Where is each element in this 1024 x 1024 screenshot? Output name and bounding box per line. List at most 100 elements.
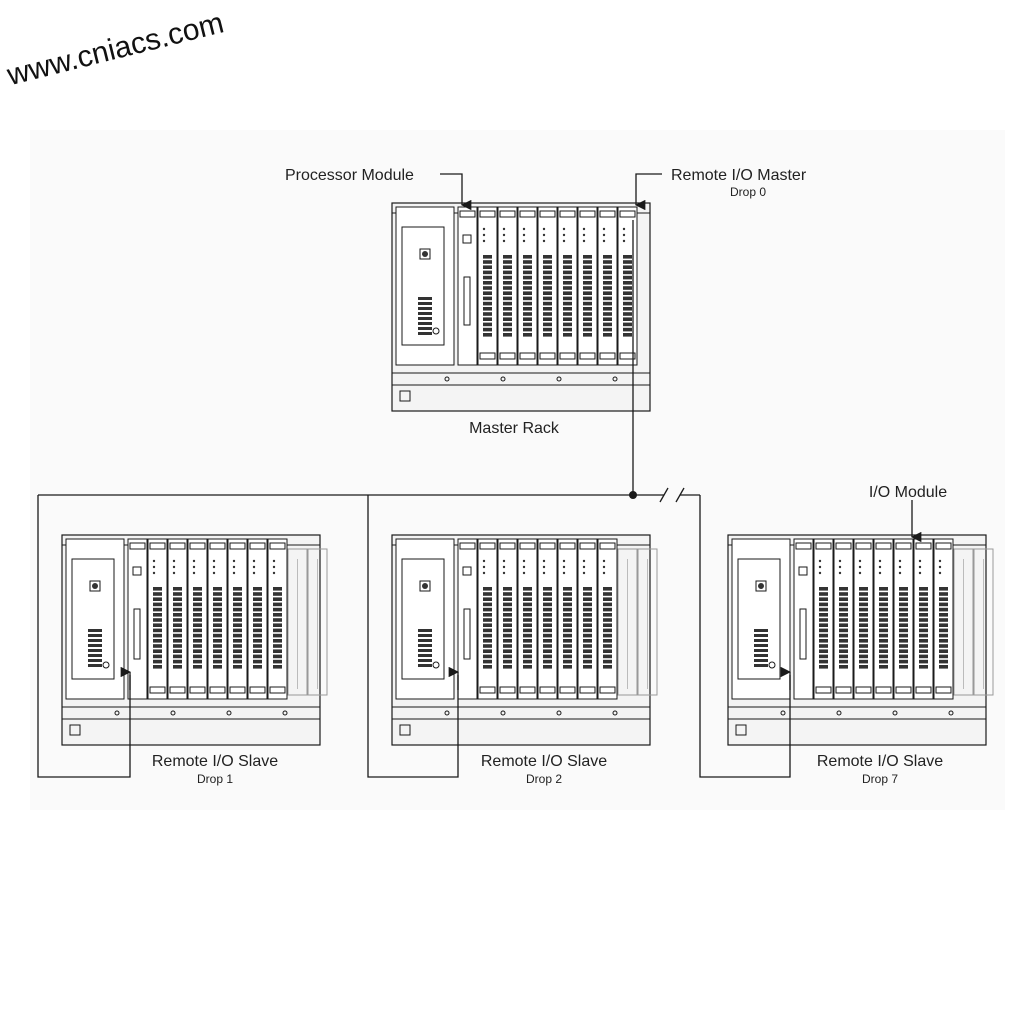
slave-rack-drop2-module-latch <box>579 542 596 550</box>
slave-rack-drop1-terminal <box>233 628 242 633</box>
master-rack-led <box>622 233 626 237</box>
slave-rack-drop2-terminal <box>603 602 612 607</box>
slave7-drop: Drop 7 <box>862 772 898 786</box>
master-rack-led <box>522 233 526 237</box>
slave-rack-drop7-terminal <box>919 644 928 648</box>
slave-rack-drop1-terminal <box>213 613 222 617</box>
slave-rack-drop1-terminal <box>253 623 262 627</box>
master-rack-terminal <box>563 260 572 264</box>
slave-rack-drop1-led <box>252 571 256 575</box>
master-rack-terminal <box>583 270 592 275</box>
slave-rack-drop2-terminal <box>523 633 532 638</box>
slave-rack-drop2-terminal <box>503 665 512 669</box>
slave-rack-drop1-terminal <box>173 633 182 638</box>
slave-rack-drop1-module-foot <box>269 686 286 694</box>
slave-rack-drop7-led <box>918 565 922 569</box>
slave-rack-drop7-led <box>918 571 922 575</box>
master-rack-terminal <box>623 281 632 285</box>
slave-rack-drop7-terminal <box>839 602 848 607</box>
slave-rack-drop7-terminal <box>879 602 888 607</box>
slave-rack-drop2-terminal <box>543 633 552 638</box>
slave-rack-drop2-terminal <box>543 649 552 653</box>
slave-rack-drop2-terminal <box>563 607 572 612</box>
master-rack <box>391 202 651 412</box>
slave-rack-drop1-terminal <box>213 618 222 622</box>
slave-rack-drop7-terminal <box>839 592 848 596</box>
master-rack-terminal <box>603 322 612 327</box>
master-rack-label: Master Rack <box>469 420 560 437</box>
slave-rack-drop2-terminal <box>523 654 532 659</box>
master-rack-terminal <box>563 317 572 321</box>
slave-rack-drop7-empty-slot <box>973 548 994 696</box>
slave-rack-drop7-power-supply <box>731 538 791 700</box>
master-rack-terminal <box>483 301 492 306</box>
slave-rack-drop2-terminal <box>603 633 612 638</box>
master-rack-module-foot <box>519 352 536 360</box>
slave-rack-drop1-terminal <box>273 628 282 633</box>
slave-rack-drop7-terminal <box>879 628 888 633</box>
slave-rack-drop2-terminal <box>543 607 552 612</box>
slave-rack-drop1-terminal <box>213 649 222 653</box>
slave-rack-drop1-terminal <box>253 649 262 653</box>
slave-rack-drop7-led <box>878 571 882 575</box>
master-rack-terminal <box>543 333 552 337</box>
master-rack-terminal <box>523 317 532 321</box>
slave-rack-drop7-terminal <box>879 623 888 627</box>
master-rack-adapter-module <box>457 206 478 366</box>
slave-rack-drop7-terminal <box>899 633 908 638</box>
slave-rack-drop2-terminal <box>603 623 612 627</box>
slave-rack-drop1-terminal <box>153 665 162 669</box>
master-rack-terminal <box>623 260 632 264</box>
slave-rack-drop1-ps-terminal <box>88 664 102 667</box>
slave-rack-drop1-ps-terminal <box>88 654 102 657</box>
master-rack-module-latch <box>499 210 516 218</box>
slave-rack-drop1-terminal <box>193 623 202 627</box>
master-rack-terminal <box>523 291 532 295</box>
remote-io-master-label: Remote I/O Master <box>671 167 807 184</box>
slave-rack-drop1-terminal <box>193 607 202 612</box>
master-rack-terminal <box>503 265 512 269</box>
slave-rack-drop1-led <box>192 571 196 575</box>
master-rack-terminal <box>543 260 552 264</box>
slave-rack-drop7-power-switch <box>755 580 767 592</box>
slave-rack-drop7-terminal <box>879 592 888 596</box>
slave-rack-drop1-terminal <box>213 623 222 627</box>
slave-rack-drop2-module-foot <box>519 686 536 694</box>
slave-rack-drop1-terminal <box>173 607 182 612</box>
slave-rack-drop1-terminal <box>193 644 202 648</box>
slave-rack-drop2-module-latch <box>539 542 556 550</box>
slave-rack-drop7-terminal <box>919 618 928 622</box>
master-rack-terminal <box>503 322 512 327</box>
slave-rack-drop7-terminal <box>819 644 828 648</box>
slave-rack-drop7-terminal <box>899 644 908 648</box>
slave-rack-drop1-terminal <box>153 597 162 601</box>
slave-rack-drop7-module-latch <box>915 542 932 550</box>
slave-rack-drop7-power-indicator <box>758 583 764 589</box>
master-rack-power-supply-face <box>401 226 445 346</box>
slave1-title: Remote I/O Slave <box>152 753 278 770</box>
master-rack-terminal <box>563 301 572 306</box>
slave-rack-drop7-terminal <box>879 633 888 638</box>
master-rack-terminal <box>623 296 632 301</box>
master-rack-ps-terminal <box>418 317 432 320</box>
slave-rack-drop2-terminal <box>483 607 492 612</box>
master-rack-terminal <box>483 296 492 301</box>
master-rack-terminal <box>583 255 592 259</box>
master-rack-terminal <box>583 260 592 264</box>
remote-io-master-leader <box>634 173 662 211</box>
slave-rack-drop7-terminal <box>839 613 848 617</box>
slave-rack-drop2-terminal <box>583 597 592 601</box>
slave-rack-drop1-terminal <box>253 597 262 601</box>
slave-rack-drop2-terminal <box>523 649 532 653</box>
slave-rack-drop1-terminal <box>213 602 222 607</box>
slave-rack-drop1-led <box>272 571 276 575</box>
slave-rack-drop7-terminal <box>859 613 868 617</box>
slave-rack-drop7-terminal <box>899 597 908 601</box>
slave-rack-drop1-terminal <box>193 633 202 638</box>
slave-rack-drop1-module-foot <box>229 686 246 694</box>
master-rack-terminal <box>523 333 532 337</box>
slave-rack-drop2-terminal <box>603 644 612 648</box>
slave-rack-drop7-terminal <box>819 597 828 601</box>
slave-rack-drop2-terminal <box>503 618 512 622</box>
slave-rack-drop1-led <box>212 565 216 569</box>
